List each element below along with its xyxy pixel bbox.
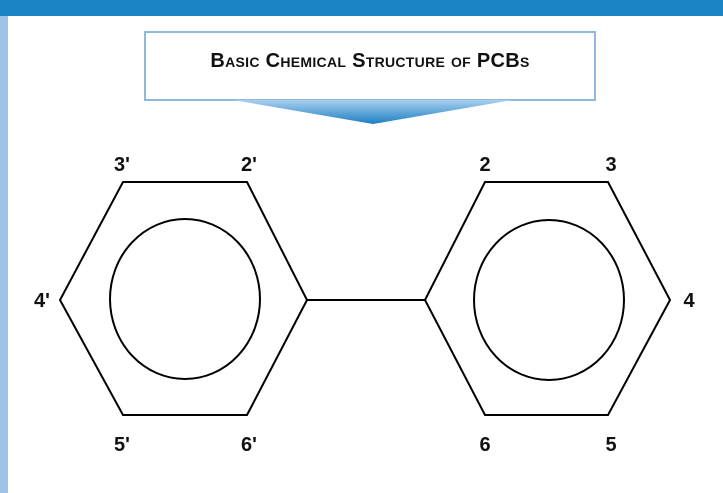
position-label-2: 2: [479, 154, 490, 176]
position-label-5: 5: [605, 434, 616, 456]
diagram-title: Basic Chemical Structure of PCBs: [210, 50, 529, 72]
position-label-6: 6: [479, 434, 490, 456]
position-label-2-prime: 2': [241, 154, 257, 176]
right-aromatic-circle: [473, 219, 625, 381]
title-pointer-arrow: [233, 100, 513, 124]
right-hexagon: [423, 181, 672, 416]
position-label-3: 3: [605, 154, 616, 176]
position-label-3-prime: 3': [114, 154, 130, 176]
title-box: [144, 31, 596, 101]
left-accent-bar: [0, 16, 8, 493]
position-label-6-prime: 6': [241, 434, 257, 456]
right-phenyl-ring: [423, 181, 672, 416]
left-aromatic-circle: [109, 218, 261, 380]
position-label-5-prime: 5': [114, 434, 130, 456]
top-accent-bar: [0, 0, 723, 16]
left-phenyl-ring: [58, 181, 309, 416]
position-label-4-prime: 4': [34, 290, 50, 312]
left-hexagon: [58, 181, 309, 416]
position-label-4: 4: [683, 290, 695, 312]
